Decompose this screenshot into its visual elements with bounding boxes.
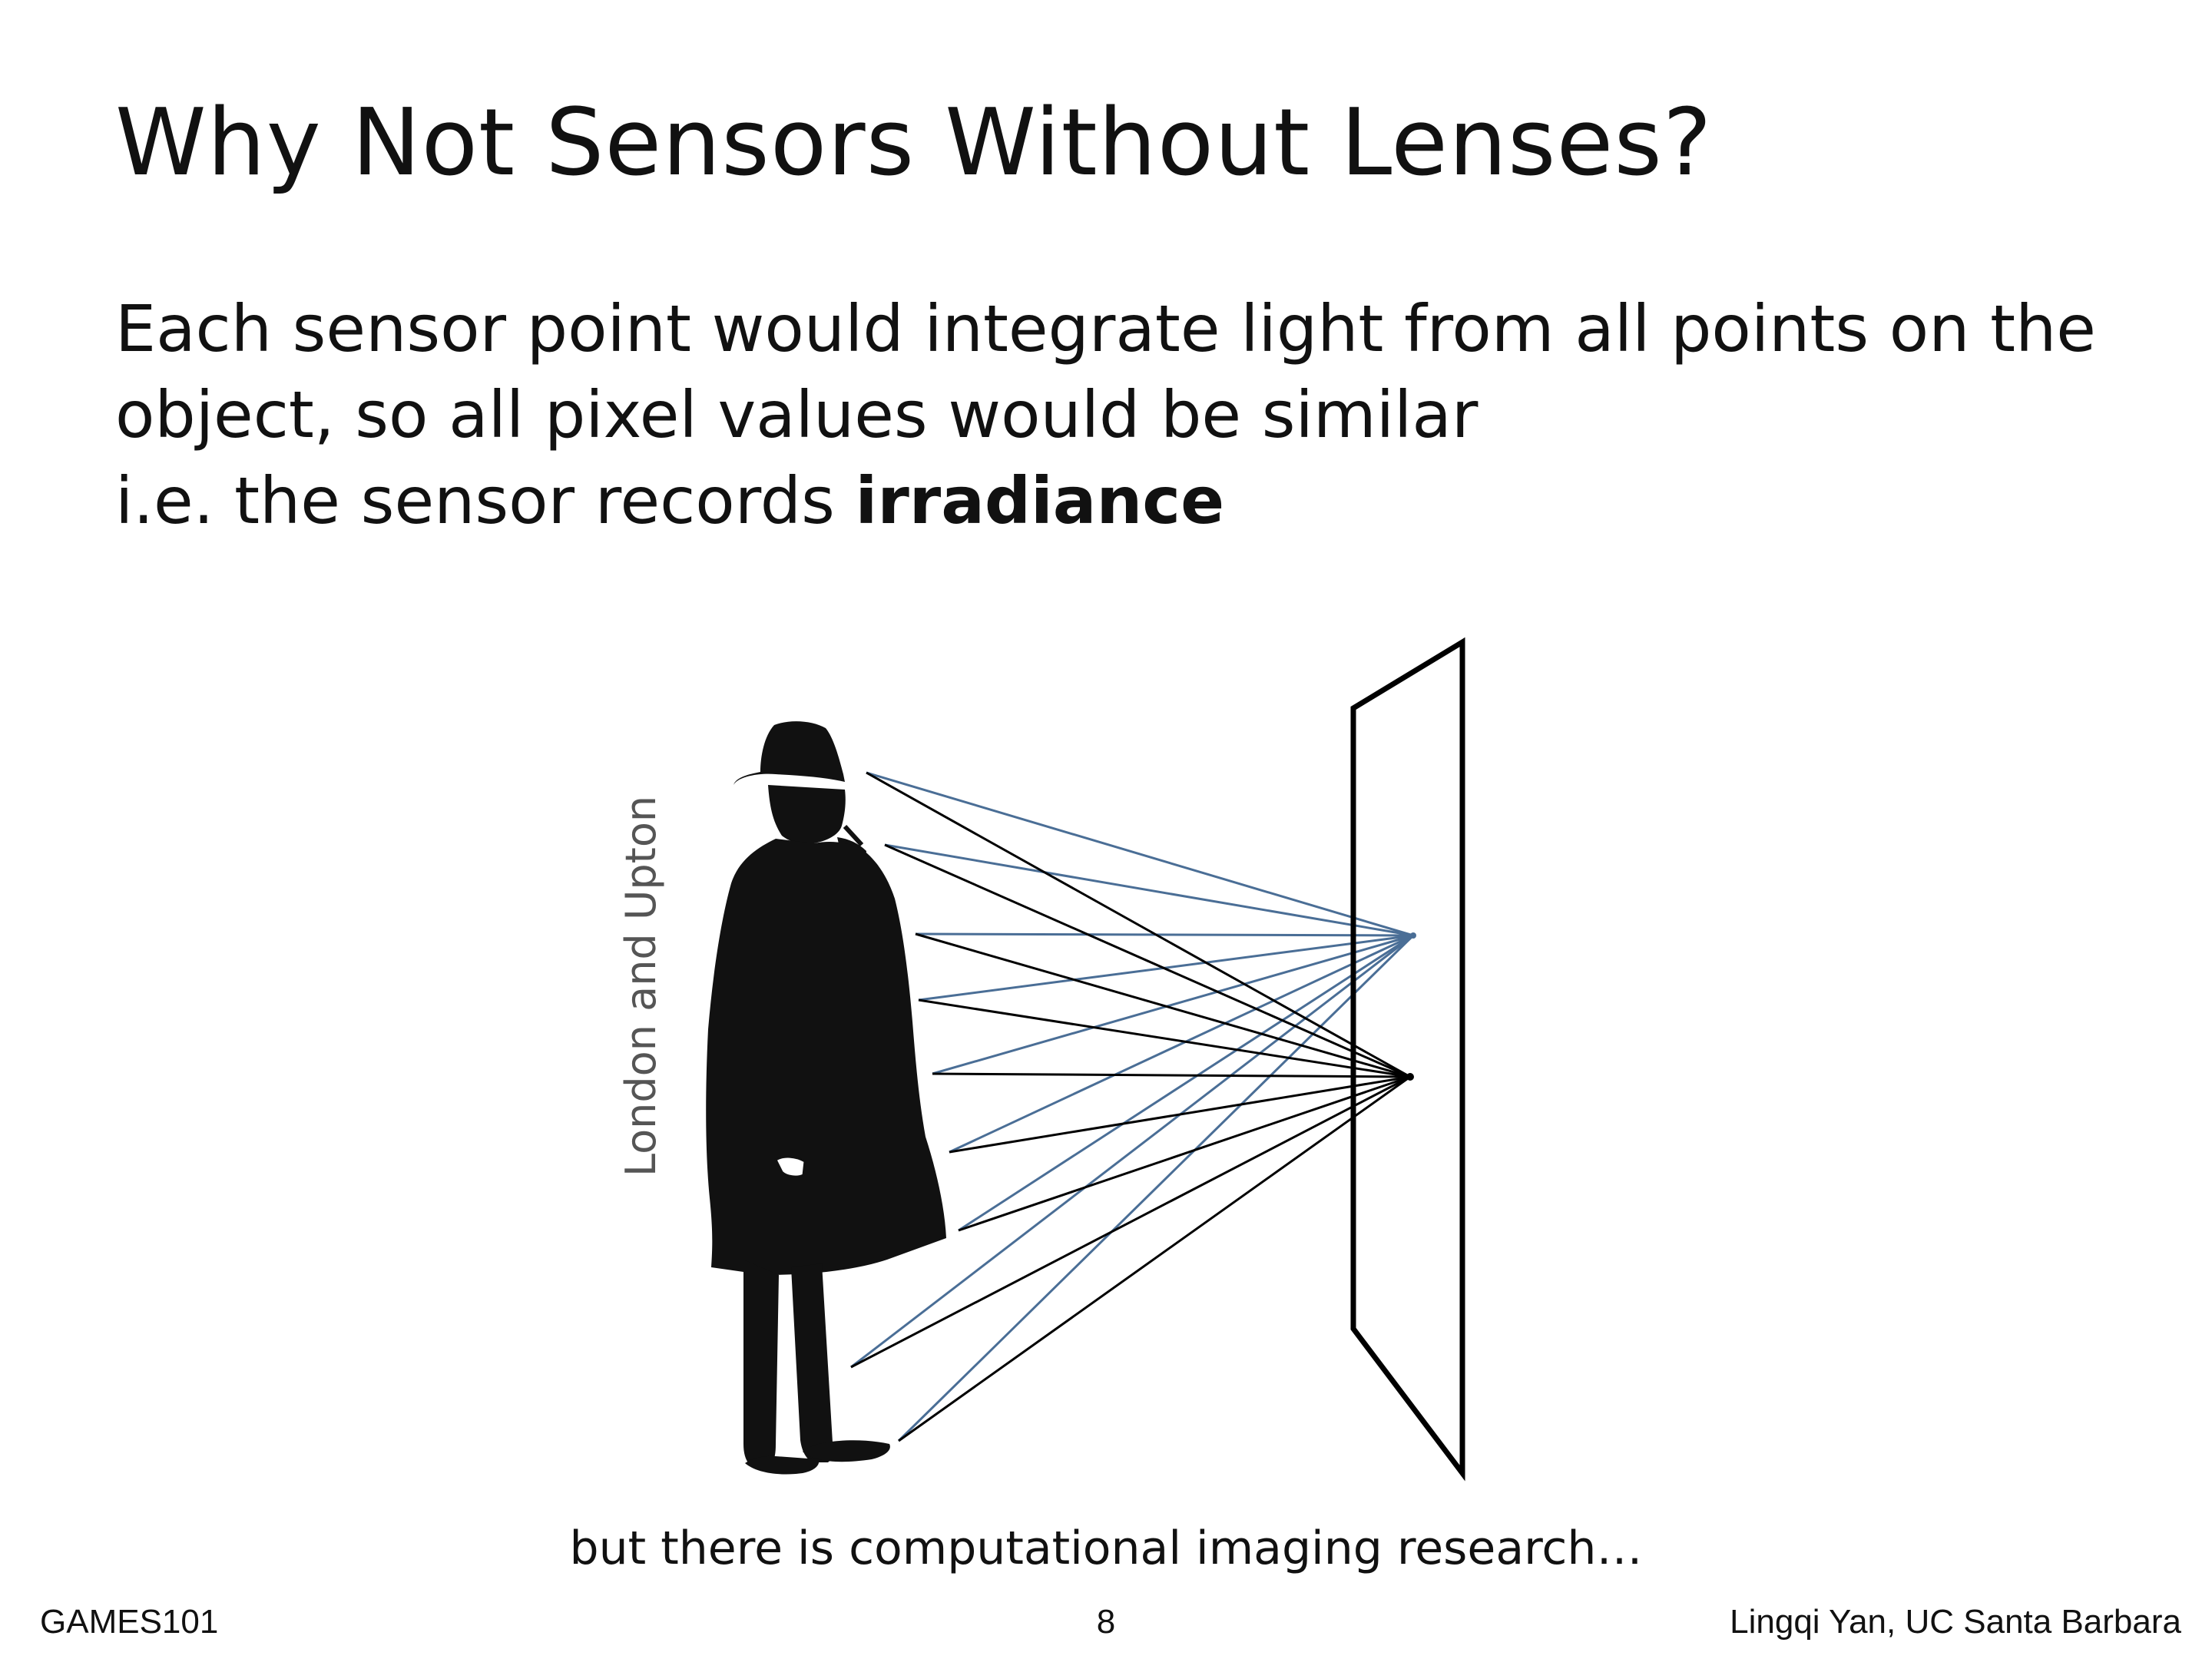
caption: but there is computational imaging resea… [569,1522,1643,1575]
footer-course: GAMES101 [40,1603,219,1641]
lensless-sensor-figure [591,584,1667,1505]
page-number: 8 [1096,1603,1116,1641]
body-line-3-text: i.e. the sensor records [115,463,856,538]
sensor-plane [1350,637,1465,1482]
image-credit: London and Upton [617,795,665,1177]
man-silhouette-illustration [706,721,946,1475]
footer-author: Lingqi Yan, UC Santa Barbara [1730,1603,2181,1641]
body-line-2: object, so all pixel values would be sim… [115,377,1479,452]
slide-title: Why Not Sensors Without Lenses? [115,90,1713,197]
body-line-1: Each sensor point would integrate light … [115,291,2096,366]
body-line-3: i.e. the sensor records irradiance [115,458,2128,544]
black-light-rays [850,771,1411,1442]
irradiance-term: irradiance [855,463,1225,538]
sensor-point-black [1406,1073,1414,1081]
glove-highlight [774,1155,806,1178]
slide-body: Each sensor point would integrate light … [115,286,2128,544]
blue-light-rays [850,771,1415,1442]
sensor-point-blue [1410,932,1416,939]
